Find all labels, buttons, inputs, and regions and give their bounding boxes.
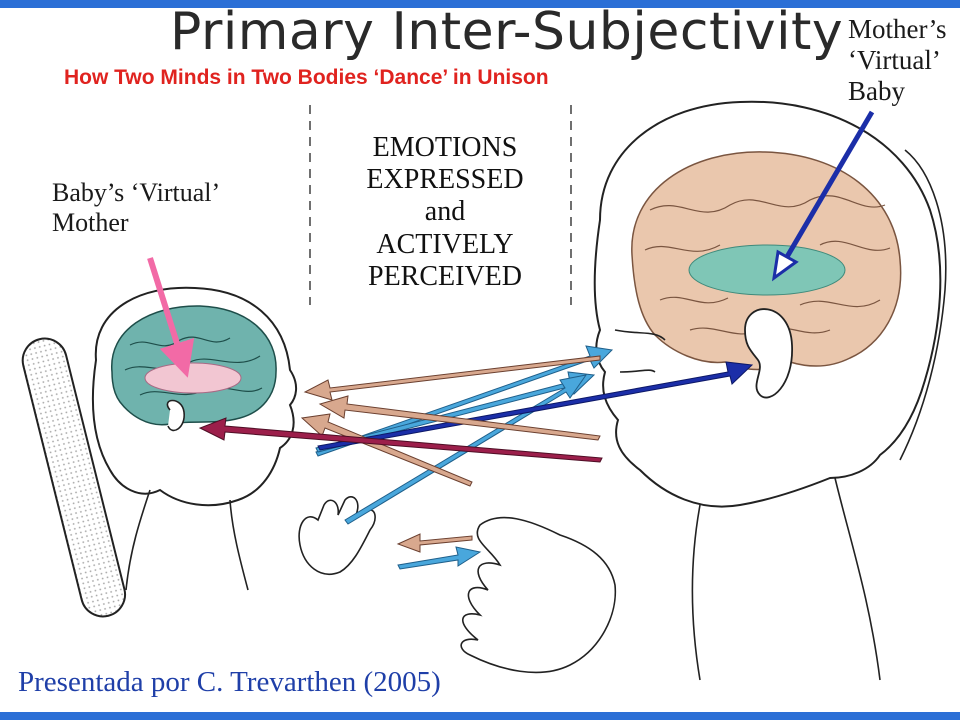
mother-ear bbox=[744, 308, 793, 399]
hand-tan-arrow bbox=[396, 533, 473, 553]
baby-virtual-mother-label: Baby’s ‘Virtual’ Mother bbox=[52, 178, 221, 237]
emotions-line: ACTIVELY bbox=[376, 228, 514, 260]
emotions-line: and bbox=[424, 196, 466, 228]
emotions-caption: EMOTIONS EXPRESSED and ACTIVELY PERCEIVE… bbox=[340, 132, 550, 293]
emotions-line: PERCEIVED bbox=[368, 260, 522, 292]
tan-arrow-3 bbox=[300, 413, 473, 487]
baby-figure bbox=[92, 286, 376, 591]
navy-arrow-down bbox=[781, 110, 875, 264]
tan-arrow-2 bbox=[318, 395, 601, 441]
page-title: Primary Inter-Subjectivity bbox=[170, 2, 844, 62]
bottom-accent-bar bbox=[0, 712, 960, 720]
page-subtitle: How Two Minds in Two Bodies ‘Dance’ in U… bbox=[64, 66, 549, 89]
top-accent-bar bbox=[0, 0, 960, 8]
presenter-credit: Presentada por C. Trevarthen (2005) bbox=[18, 666, 441, 698]
mother-figure bbox=[460, 100, 947, 681]
emotions-line: EXPRESSED bbox=[366, 164, 524, 196]
mother-virtual-baby-label: Mother’s ‘Virtual’ Baby bbox=[848, 14, 947, 107]
hand-blue-arrow bbox=[397, 546, 482, 570]
navy-arrow-down-head bbox=[771, 249, 799, 282]
emotions-line: EMOTIONS bbox=[372, 132, 518, 163]
maroon-arrow bbox=[198, 417, 603, 463]
navy-arrow-horizontal bbox=[317, 361, 754, 451]
crib-bar bbox=[21, 337, 127, 618]
pink-arrow bbox=[147, 257, 195, 378]
mother-focus-region bbox=[688, 244, 846, 296]
mother-hand bbox=[460, 516, 617, 674]
baby-ear bbox=[166, 399, 185, 432]
baby-focus-region bbox=[144, 362, 242, 394]
tan-arrow-1 bbox=[303, 355, 601, 401]
